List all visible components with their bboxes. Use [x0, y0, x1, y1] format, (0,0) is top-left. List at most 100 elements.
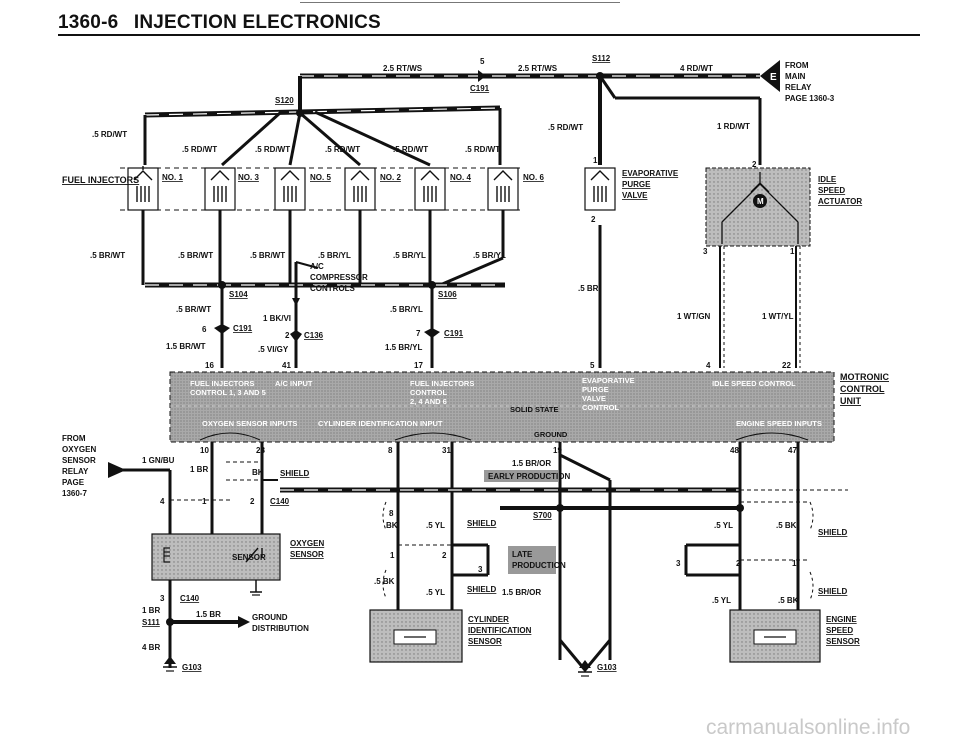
label-cyl-bk-top: BK — [386, 521, 398, 530]
ecu-speed-bracket — [735, 432, 809, 441]
label-brwt-15: 1.5 BR/WT — [166, 342, 206, 351]
ecu-o2-bracket — [199, 432, 261, 441]
label-es-sensor-3: SENSOR — [826, 637, 860, 646]
label-cyl-sensor-1: CYLINDER — [468, 615, 509, 624]
label-brwt-s104: .5 BR/WT — [176, 305, 211, 314]
pin-evap-1: 1 — [593, 156, 598, 165]
label-rdwt-idle: 1 RD/WT — [717, 122, 750, 131]
label-o2-br1b: 1 BR — [142, 606, 160, 615]
label-o2-bk: BK — [252, 468, 264, 477]
label-rdwt-inj3: .5 RD/WT — [182, 145, 217, 154]
label-cyl-bk: .5 BK — [374, 577, 395, 586]
label-late-2: PRODUCTION — [512, 561, 566, 570]
late-production-box — [508, 546, 556, 574]
motor-label: M — [757, 197, 764, 206]
label-o2-c140b: C140 — [180, 594, 200, 603]
motronic-control-unit — [169, 371, 835, 443]
oxygen-sensor — [151, 533, 281, 596]
ecu-ac-input: A/C INPUT — [275, 379, 313, 388]
ground-g103-left-icon — [163, 656, 177, 672]
label-o2-br4: 4 BR — [142, 643, 160, 652]
label-bryl-inj2: .5 BR/YL — [318, 251, 351, 260]
pin-es-2: 2 — [736, 559, 741, 568]
label-bryl-inj6: .5 BR/YL — [473, 251, 506, 260]
label-o2-from-2: OXYGEN — [62, 445, 96, 454]
label-ecu-title-1: MOTRONIC — [840, 372, 889, 382]
pin-cyl-2: 2 — [442, 551, 447, 560]
injector-no5 — [274, 167, 306, 211]
ground-dist-arrow-icon — [238, 616, 250, 628]
label-4-rd-wt: 4 RD/WT — [680, 64, 713, 73]
label-ecu-title-2: CONTROL — [840, 384, 885, 394]
o2-relay-arrow-icon — [108, 462, 126, 478]
ground-g103-right-icon — [558, 639, 612, 677]
ecu-evap-4: CONTROL — [582, 403, 619, 412]
label-from-main-relay-2: MAIN — [785, 72, 806, 81]
label-g103-right: G103 — [597, 663, 617, 672]
pin-cyl-top-8: 8 — [389, 509, 394, 518]
label-o2-sensor-2: SENSOR — [290, 550, 324, 559]
label-o2-from-3: SENSOR — [62, 456, 96, 465]
label-ac-2: COMPRESSOR — [310, 273, 368, 282]
label-brwt-inj1: .5 BR/WT — [90, 251, 125, 260]
pin-o2-1: 1 — [202, 497, 207, 506]
injector-no6 — [487, 167, 519, 211]
ecu-engine-speed: ENGINE SPEED INPUTS — [736, 419, 822, 428]
fuel-injectors-group — [120, 166, 520, 211]
label-ground-dist-1: GROUND — [252, 613, 288, 622]
label-c191-right: C191 — [444, 329, 464, 338]
label-from-main-relay-4: PAGE 1360-3 — [785, 94, 835, 103]
label-es-shield: SHIELD — [818, 528, 848, 537]
idle-speed-actuator: M — [705, 167, 811, 247]
watermark: carmanualsonline.info — [706, 716, 911, 739]
label-cyl-bror2: 1.5 BR/OR — [502, 588, 541, 597]
label-o2-shield: SHIELD — [280, 469, 310, 478]
label-injector-no3: NO. 3 — [238, 173, 259, 182]
pin-ecu-48: 48 — [730, 446, 739, 455]
pin-cyl-1: 1 — [390, 551, 395, 560]
cylinder-id-sensor — [369, 609, 463, 663]
label-idle-3: ACTUATOR — [818, 197, 862, 206]
splice-s120 — [296, 109, 304, 117]
engine-speed-sensor — [729, 609, 821, 663]
label-c191: C191 — [470, 84, 490, 93]
pin-ecu-41: 41 — [282, 361, 291, 370]
label-wtyl: 1 WT/YL — [762, 312, 794, 321]
label-o2-from-1: FROM — [62, 434, 86, 443]
pin-ecu-31: 31 — [442, 446, 451, 455]
pin-o2-3: 3 — [160, 594, 165, 603]
svg-text:E: E — [770, 72, 777, 83]
splice-s700 — [556, 504, 564, 512]
evaporative-purge-valve — [584, 167, 616, 211]
top-power-bus — [143, 73, 762, 167]
pin-c191-6: 6 — [202, 325, 207, 334]
ecu-o2-inputs: OXYGEN SENSOR INPUTS — [202, 419, 297, 428]
label-idle-1: IDLE — [818, 175, 837, 184]
label-top-pin: 5 — [480, 57, 485, 66]
e-badge: E — [760, 60, 780, 92]
label-s700: S700 — [533, 511, 552, 520]
label-cyl-sensor-2: IDENTIFICATION — [468, 626, 532, 635]
label-idle-2: SPEED — [818, 186, 845, 195]
pin-idle-3: 3 — [703, 247, 708, 256]
label-injector-no6: NO. 6 — [523, 173, 544, 182]
label-s120: S120 — [275, 96, 294, 105]
section-title: INJECTION ELECTRONICS — [133, 12, 381, 33]
header-rule — [58, 34, 920, 36]
pin-idle-2: 2 — [752, 160, 757, 169]
label-ecu-title-3: UNIT — [840, 396, 861, 406]
injector-no3 — [204, 167, 236, 211]
label-top-right-wire: 2.5 RT/WS — [518, 64, 558, 73]
label-bkvi: 1 BK/VI — [263, 314, 291, 323]
top-rule-faint — [300, 2, 620, 3]
injector-no1 — [127, 166, 159, 211]
label-wtgn: 1 WT/GN — [677, 312, 711, 321]
label-early-production: EARLY PRODUCTION — [488, 472, 570, 481]
label-rdwt-inj5: .5 RD/WT — [255, 145, 290, 154]
label-es-bk2: .5 BK — [778, 596, 799, 605]
motor-icon — [753, 194, 767, 208]
early-production-bar — [484, 470, 558, 482]
ecu-fuel-135-1: FUEL INJECTORS — [190, 379, 254, 388]
label-cyl-yl2: .5 YL — [426, 588, 445, 597]
